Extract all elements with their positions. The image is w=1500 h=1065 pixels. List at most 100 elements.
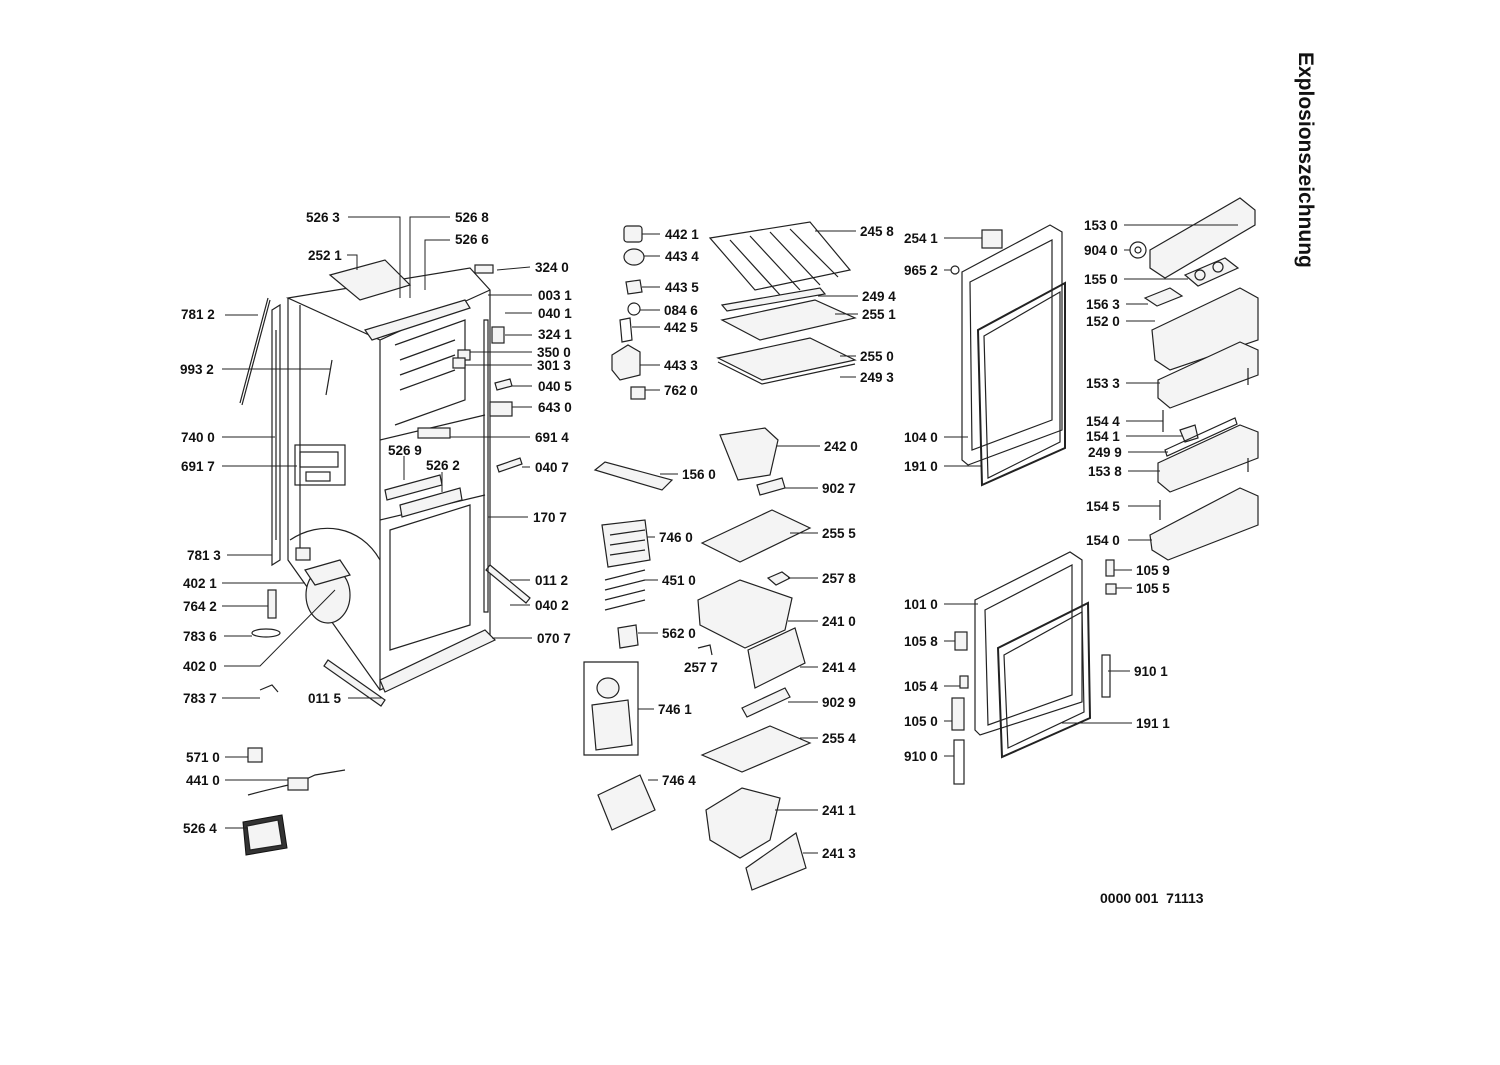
part-label: 105 9 xyxy=(1136,563,1170,578)
part-label: 350 0 xyxy=(537,345,571,360)
part-label: 154 5 xyxy=(1086,499,1120,514)
leader-lines-mid xyxy=(775,230,858,854)
part-label: 965 2 xyxy=(904,263,938,278)
part-labels: 526 3 526 8 526 6 252 1 324 0 003 1 781 … xyxy=(180,210,1170,861)
part-label: 443 5 xyxy=(665,280,699,295)
part-label: 442 1 xyxy=(665,227,699,242)
part-label: 526 2 xyxy=(426,458,460,473)
part-label: 442 5 xyxy=(664,320,698,335)
part-label: 153 3 xyxy=(1086,376,1120,391)
part-label: 324 1 xyxy=(538,327,572,342)
part-label: 762 0 xyxy=(664,383,698,398)
part-label: 443 4 xyxy=(665,249,699,264)
part-label: 241 1 xyxy=(822,803,856,818)
part-label: 241 3 xyxy=(822,846,856,861)
part-label: 781 2 xyxy=(181,307,215,322)
part-label: 255 1 xyxy=(862,307,896,322)
leader-lines-left xyxy=(222,216,532,829)
part-label: 249 4 xyxy=(862,289,896,304)
part-label: 643 0 xyxy=(538,400,572,415)
part-label: 910 0 xyxy=(904,749,938,764)
part-label: 451 0 xyxy=(662,573,696,588)
part-label: 740 0 xyxy=(181,430,215,445)
part-label: 301 3 xyxy=(537,358,571,373)
part-label: 691 4 xyxy=(535,430,569,445)
part-label: 104 0 xyxy=(904,430,938,445)
part-label: 011 2 xyxy=(535,573,568,588)
part-label: 154 4 xyxy=(1086,414,1120,429)
part-label: 402 0 xyxy=(183,659,217,674)
part-label: 156 0 xyxy=(682,467,716,482)
part-label: 040 1 xyxy=(538,306,572,321)
part-label: 241 4 xyxy=(822,660,856,675)
part-label: 241 0 xyxy=(822,614,856,629)
fan-evaporator-parts xyxy=(583,225,713,831)
leader-lines-doors xyxy=(944,237,1132,757)
part-label: 783 7 xyxy=(183,691,217,706)
part-label: 154 1 xyxy=(1086,429,1120,444)
part-label: 571 0 xyxy=(186,750,220,765)
part-label: 526 6 xyxy=(455,232,489,247)
part-label: 526 3 xyxy=(306,210,340,225)
part-label: 084 6 xyxy=(664,303,698,318)
part-label: 254 1 xyxy=(904,231,938,246)
doors xyxy=(950,224,1092,785)
part-label: 155 0 xyxy=(1084,272,1118,287)
part-label: 040 5 xyxy=(538,379,572,394)
part-label: 040 7 xyxy=(535,460,569,475)
part-label: 324 0 xyxy=(535,260,569,275)
part-label: 249 3 xyxy=(860,370,894,385)
part-label: 257 8 xyxy=(822,571,856,586)
part-label: 152 0 xyxy=(1086,314,1120,329)
part-label: 746 0 xyxy=(659,530,693,545)
part-label: 245 8 xyxy=(860,224,894,239)
part-label: 105 8 xyxy=(904,634,938,649)
part-label: 902 7 xyxy=(822,481,856,496)
part-label: 156 3 xyxy=(1086,297,1120,312)
part-label: 902 9 xyxy=(822,695,856,710)
part-label: 242 0 xyxy=(824,439,858,454)
page-title: Explosionszeichnung xyxy=(1277,52,1317,332)
part-label: 040 2 xyxy=(535,598,569,613)
part-label: 255 5 xyxy=(822,526,856,541)
part-label: 255 4 xyxy=(822,731,856,746)
leader-lines-mid-left xyxy=(632,233,678,781)
part-label: 249 9 xyxy=(1088,445,1122,460)
part-label: 441 0 xyxy=(186,773,220,788)
part-label: 526 4 xyxy=(183,821,217,836)
part-label: 003 1 xyxy=(538,288,572,303)
part-label: 153 0 xyxy=(1084,218,1118,233)
part-label: 993 2 xyxy=(180,362,214,377)
part-label: 105 4 xyxy=(904,679,938,694)
part-label: 255 0 xyxy=(860,349,894,364)
part-label: 746 1 xyxy=(658,702,692,717)
part-label: 402 1 xyxy=(183,576,217,591)
part-label: 764 2 xyxy=(183,599,217,614)
part-label: 191 0 xyxy=(904,459,938,474)
part-label: 105 0 xyxy=(904,714,938,729)
part-label: 781 3 xyxy=(187,548,221,563)
part-label: 526 9 xyxy=(388,443,422,458)
part-label: 154 0 xyxy=(1086,533,1120,548)
leader-lines-right xyxy=(1114,224,1238,589)
part-label: 011 5 xyxy=(308,691,342,706)
page-title-text: Explosionszeichnung xyxy=(1294,52,1317,268)
part-label: 526 8 xyxy=(455,210,489,225)
part-label: 105 5 xyxy=(1136,581,1170,596)
part-label: 191 1 xyxy=(1136,716,1170,731)
part-label: 070 7 xyxy=(537,631,571,646)
part-label: 153 8 xyxy=(1088,464,1122,479)
door-bins xyxy=(1101,197,1259,698)
part-label: 443 3 xyxy=(664,358,698,373)
part-label: 691 7 xyxy=(181,459,215,474)
part-label: 101 0 xyxy=(904,597,938,612)
part-label: 904 0 xyxy=(1084,243,1118,258)
part-label: 562 0 xyxy=(662,626,696,641)
shelves-drawers xyxy=(697,221,857,891)
cabinet-body xyxy=(239,259,531,856)
part-label: 783 6 xyxy=(183,629,217,644)
part-label: 252 1 xyxy=(308,248,342,263)
document-number: 0000 001 71113 xyxy=(1100,890,1204,906)
